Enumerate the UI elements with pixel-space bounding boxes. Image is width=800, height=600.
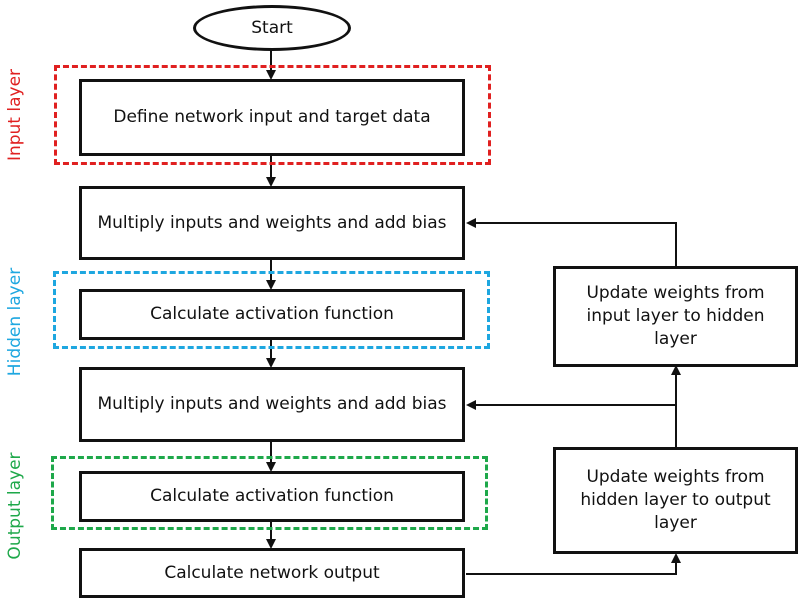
arrow-output-to-update-hidden-output: [466, 553, 681, 575]
input-layer-region: [54, 65, 491, 165]
network-output-text: Calculate network output: [164, 562, 380, 583]
multiply-weights-box-2: Multiply inputs and weights and add bias: [79, 367, 465, 442]
activation-text-1: Calculate activation function: [150, 304, 394, 324]
start-terminal: Start: [193, 5, 351, 51]
update-input-hidden-box: Update weights from input layer to hidde…: [553, 266, 798, 367]
multiply-weights-text-2: Multiply inputs and weights and add bias: [97, 394, 447, 414]
hidden-layer-region: [53, 271, 490, 349]
multiply-weights-text-1: Multiply inputs and weights and add bias: [97, 212, 447, 233]
activation-box-2: Calculate activation function: [79, 471, 465, 522]
multiply-weights-box-1: Multiply inputs and weights and add bias: [79, 186, 465, 260]
network-output-box: Calculate network output: [79, 548, 465, 598]
hidden-layer-label: Hidden layer: [5, 267, 25, 377]
update-input-hidden-text: Update weights from input layer to hidde…: [586, 283, 765, 349]
define-input-text: Define network input and target data: [113, 107, 431, 127]
activation-box-1: Calculate activation function: [79, 289, 465, 340]
update-hidden-output-text: Update weights from hidden layer to outp…: [580, 467, 771, 533]
activation-text-2: Calculate activation function: [150, 486, 394, 506]
start-label: Start: [251, 18, 293, 38]
arrow-update-input-hidden-to-multiply-1: [466, 218, 677, 266]
output-layer-label: Output layer: [5, 452, 25, 560]
output-layer-region: [51, 456, 488, 530]
define-input-box: Define network input and target data: [79, 79, 465, 156]
update-hidden-output-box: Update weights from hidden layer to outp…: [553, 447, 798, 554]
input-layer-label: Input layer: [5, 68, 25, 162]
